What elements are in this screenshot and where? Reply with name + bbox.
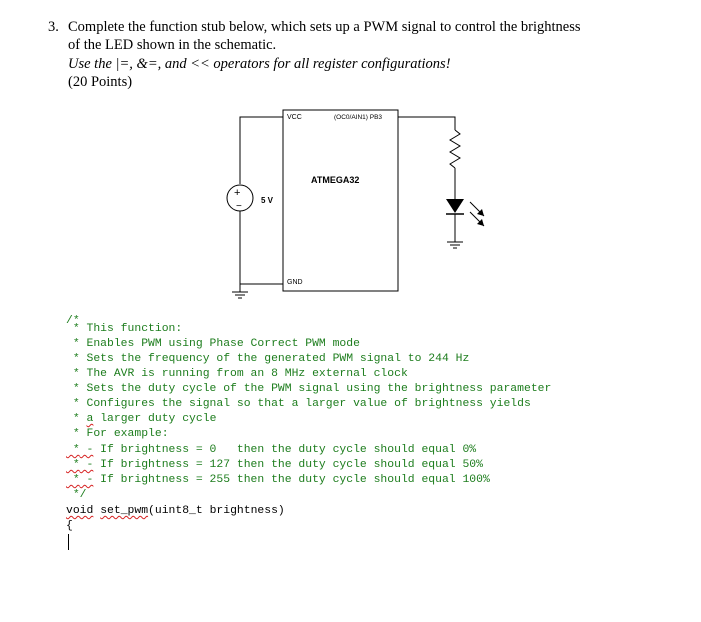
question-line-1: Complete the function stub below, which … xyxy=(68,19,581,35)
chip-name: ATMEGA32 xyxy=(311,175,359,185)
question-line-2: of the LED shown in the schematic. xyxy=(68,37,277,53)
chip-vcc-label: VCC xyxy=(287,114,302,121)
code-line: /* xyxy=(66,315,80,327)
code-text: (uint8_t brightness) xyxy=(148,505,285,517)
text-cursor[interactable] xyxy=(68,534,69,550)
ground-icon xyxy=(447,241,463,249)
spellcheck-flagged-function-name: set_pwm xyxy=(100,505,149,517)
source-voltage-label: 5 V xyxy=(261,196,274,205)
code-line: */ xyxy=(66,489,87,501)
code-line: * Sets the duty cycle of the PWM signal … xyxy=(66,383,552,395)
function-signature: void set_pwm(uint8_t brightness) xyxy=(66,504,285,519)
code-line: * For example: xyxy=(66,428,169,440)
source-minus: − xyxy=(236,201,242,212)
code-text: larger duty cycle xyxy=(93,413,217,425)
source-plus: + xyxy=(234,187,240,199)
code-text: * xyxy=(66,413,87,425)
code-text: If brightness = 255 then the duty cycle … xyxy=(93,474,490,486)
code-line: * a larger duty cycle xyxy=(66,412,217,427)
chip-gnd-label: GND xyxy=(287,279,303,286)
vcc-wire xyxy=(239,116,283,184)
code-line: * Enables PWM using Phase Correct PWM mo… xyxy=(66,338,360,350)
code-line: * Sets the frequency of the generated PW… xyxy=(66,353,470,365)
pb3-wire xyxy=(398,116,456,130)
ground-icon xyxy=(232,291,248,299)
led-icon xyxy=(446,199,464,215)
code-text: If brightness = 127 then the duty cycle … xyxy=(93,459,483,471)
code-text: If brightness = 0 then the duty cycle sh… xyxy=(93,444,477,456)
spellcheck-flagged-star: * xyxy=(66,444,80,456)
spellcheck-flagged-void: void xyxy=(66,505,94,517)
chip-pb3-label: (OC0/AIN1) PB3 xyxy=(334,114,382,121)
code-line: * - If brightness = 127 then the duty cy… xyxy=(66,458,483,473)
open-brace: { xyxy=(66,520,73,532)
spellcheck-flagged-star: * xyxy=(66,459,80,471)
spellcheck-flagged-dash: - xyxy=(79,474,94,486)
question-number: 3. xyxy=(48,19,59,35)
spellcheck-flagged-dash: - xyxy=(79,459,94,471)
spellcheck-flagged-dash: - xyxy=(79,444,94,456)
spellcheck-flagged-star: * xyxy=(66,474,80,486)
question-points: (20 Points) xyxy=(68,74,133,90)
code-line: * - If brightness = 0 then the duty cycl… xyxy=(66,443,476,458)
light-emission-arrows-icon xyxy=(469,201,485,227)
code-line: * Configures the signal so that a larger… xyxy=(66,398,531,410)
spellcheck-flagged-word: a xyxy=(86,413,94,425)
question-instruction: Use the |=, &=, and << operators for all… xyxy=(68,56,451,72)
code-line: * The AVR is running from an 8 MHz exter… xyxy=(66,368,408,380)
code-line: * This function: xyxy=(66,323,183,335)
code-line: * - If brightness = 255 then the duty cy… xyxy=(66,473,490,488)
resistor-icon xyxy=(449,129,461,169)
chip-body xyxy=(282,109,399,292)
